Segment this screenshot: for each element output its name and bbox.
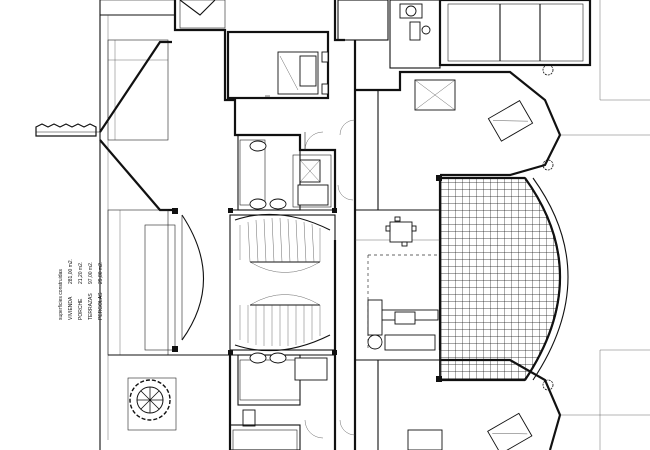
terrace-curved-right [439, 176, 569, 382]
structural-posts [172, 175, 442, 382]
bed-bay-lower [487, 412, 533, 450]
bathroom-upper [237, 134, 332, 211]
areas-title: superficies construidas [58, 269, 64, 320]
area-label-pergolas: PERGOLAS [98, 292, 104, 320]
bedroom-lower-right [355, 358, 562, 450]
areas-table: superficies construidas VIVIENDA 281,00 … [58, 259, 104, 320]
area-value-pergolas: 29,80 m2. [98, 262, 104, 284]
porch-roof-diagonal [35, 40, 172, 212]
area-label-vivienda: VIVIENDA [68, 296, 74, 320]
area-value-vivienda: 281,00 m2. [68, 259, 74, 284]
central-staircase [229, 213, 336, 352]
terrace-tiles-top-left [179, 0, 226, 29]
pergola-left-top [99, 0, 176, 450]
door-swings [304, 119, 356, 439]
living-dining [355, 216, 440, 351]
area-value-terrazas: 97,00 m2. [88, 262, 94, 284]
bathroom-lower [229, 352, 328, 450]
area-label-terrazas: TERRAZAS [88, 293, 94, 320]
entrance-arc [181, 214, 205, 341]
area-label-porche: PORCHE [78, 298, 84, 320]
terrace-top-right [438, 0, 592, 76]
bedroom-upper-left [226, 30, 330, 100]
pergola-left-middle [107, 209, 230, 356]
dining-table [389, 221, 413, 243]
service-room-top [337, 0, 441, 69]
double-bed-lower [407, 429, 443, 450]
tree-symbol [127, 377, 177, 431]
site-boundary-right [560, 0, 650, 450]
area-value-porche: 21,20 m2. [78, 262, 84, 284]
